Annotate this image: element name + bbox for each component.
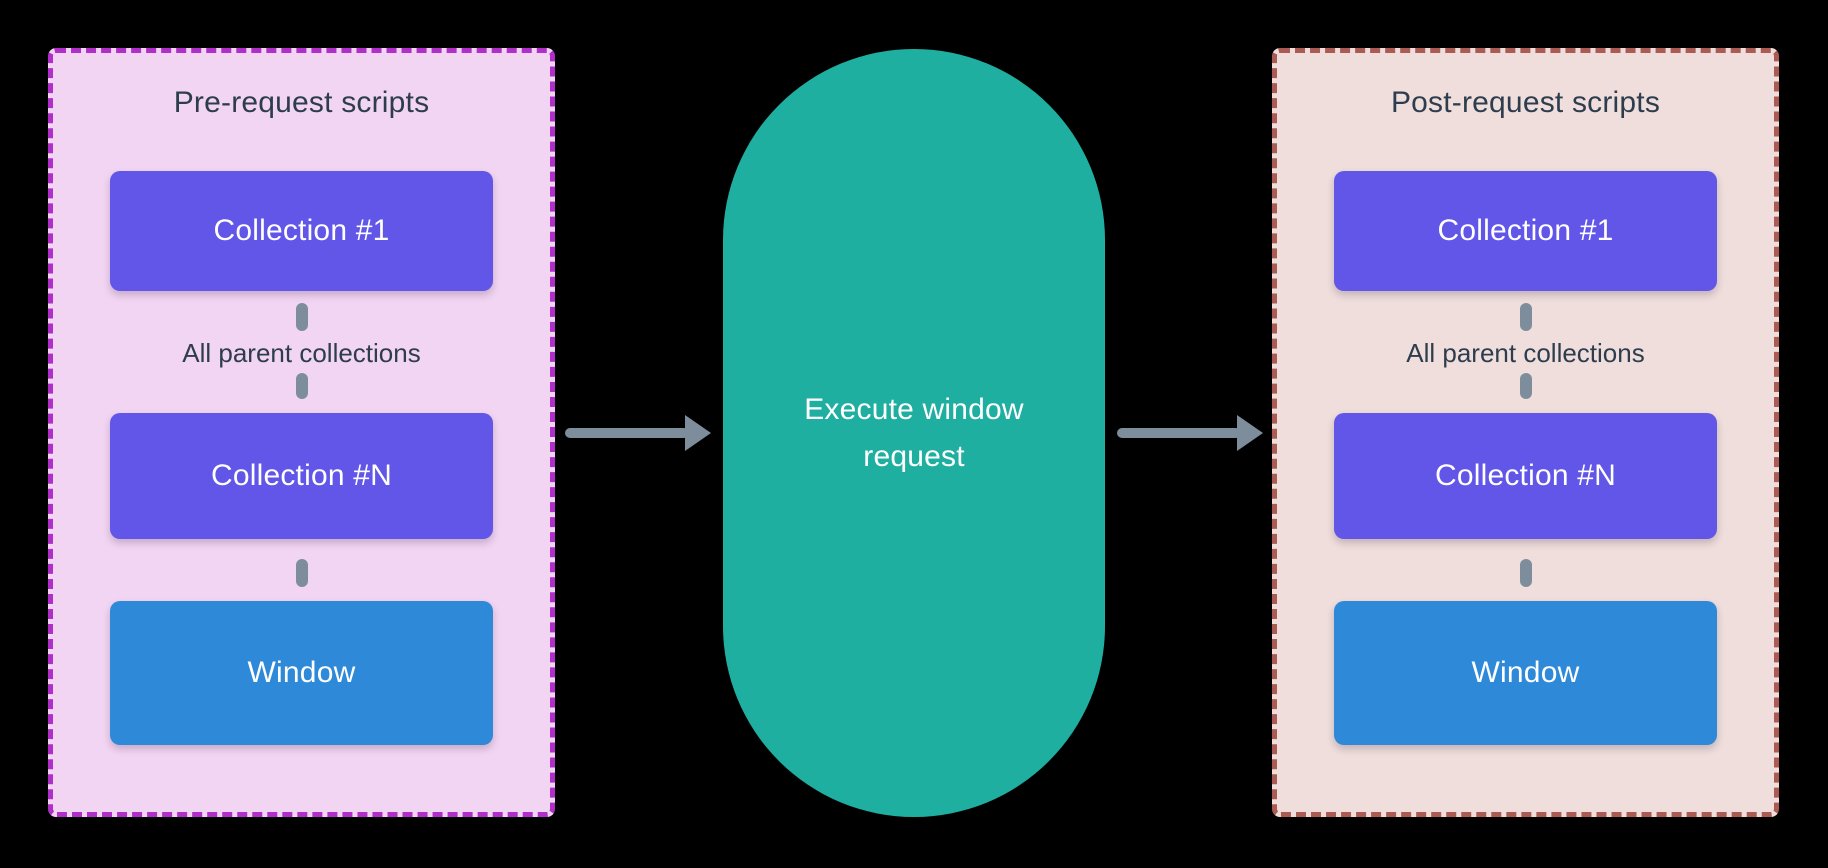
pre-collection-1-box: Collection #1 bbox=[110, 171, 493, 291]
arrow-shaft bbox=[1117, 428, 1241, 438]
execute-window-request-pill: Execute window request bbox=[723, 49, 1105, 817]
post-request-panel-title: Post-request scripts bbox=[1390, 86, 1661, 119]
pre-collection-n-box: Collection #N bbox=[110, 413, 493, 539]
post-parent-collections-label: All parent collections bbox=[1406, 338, 1645, 368]
pre-window-box: Window bbox=[110, 601, 493, 745]
post-window-box: Window bbox=[1334, 601, 1717, 745]
arrow-head-icon bbox=[685, 415, 711, 451]
pre-request-panel: Pre-request scripts Collection #1 All pa… bbox=[48, 48, 555, 817]
post-collection-n-box: Collection #N bbox=[1334, 413, 1717, 539]
flow-arrow-pre-to-execute bbox=[565, 415, 711, 451]
post-request-panel: Post-request scripts Collection #1 All p… bbox=[1272, 48, 1779, 817]
flow-arrow-execute-to-post bbox=[1117, 415, 1263, 451]
post-collection-1-box: Collection #1 bbox=[1334, 171, 1717, 291]
pre-parent-collections-label: All parent collections bbox=[182, 338, 421, 368]
pre-request-panel-title: Pre-request scripts bbox=[173, 86, 430, 119]
execute-window-request-label: Execute window request bbox=[804, 393, 1024, 473]
dashed-connector-segment bbox=[295, 303, 308, 331]
dashed-connector-segment bbox=[295, 559, 308, 587]
dashed-connector-segment bbox=[1519, 559, 1532, 587]
dashed-connector-segment bbox=[1519, 373, 1532, 399]
dashed-connector-segment bbox=[295, 373, 308, 399]
dashed-connector-segment bbox=[1519, 303, 1532, 331]
arrow-shaft bbox=[565, 428, 689, 438]
arrow-head-icon bbox=[1237, 415, 1263, 451]
